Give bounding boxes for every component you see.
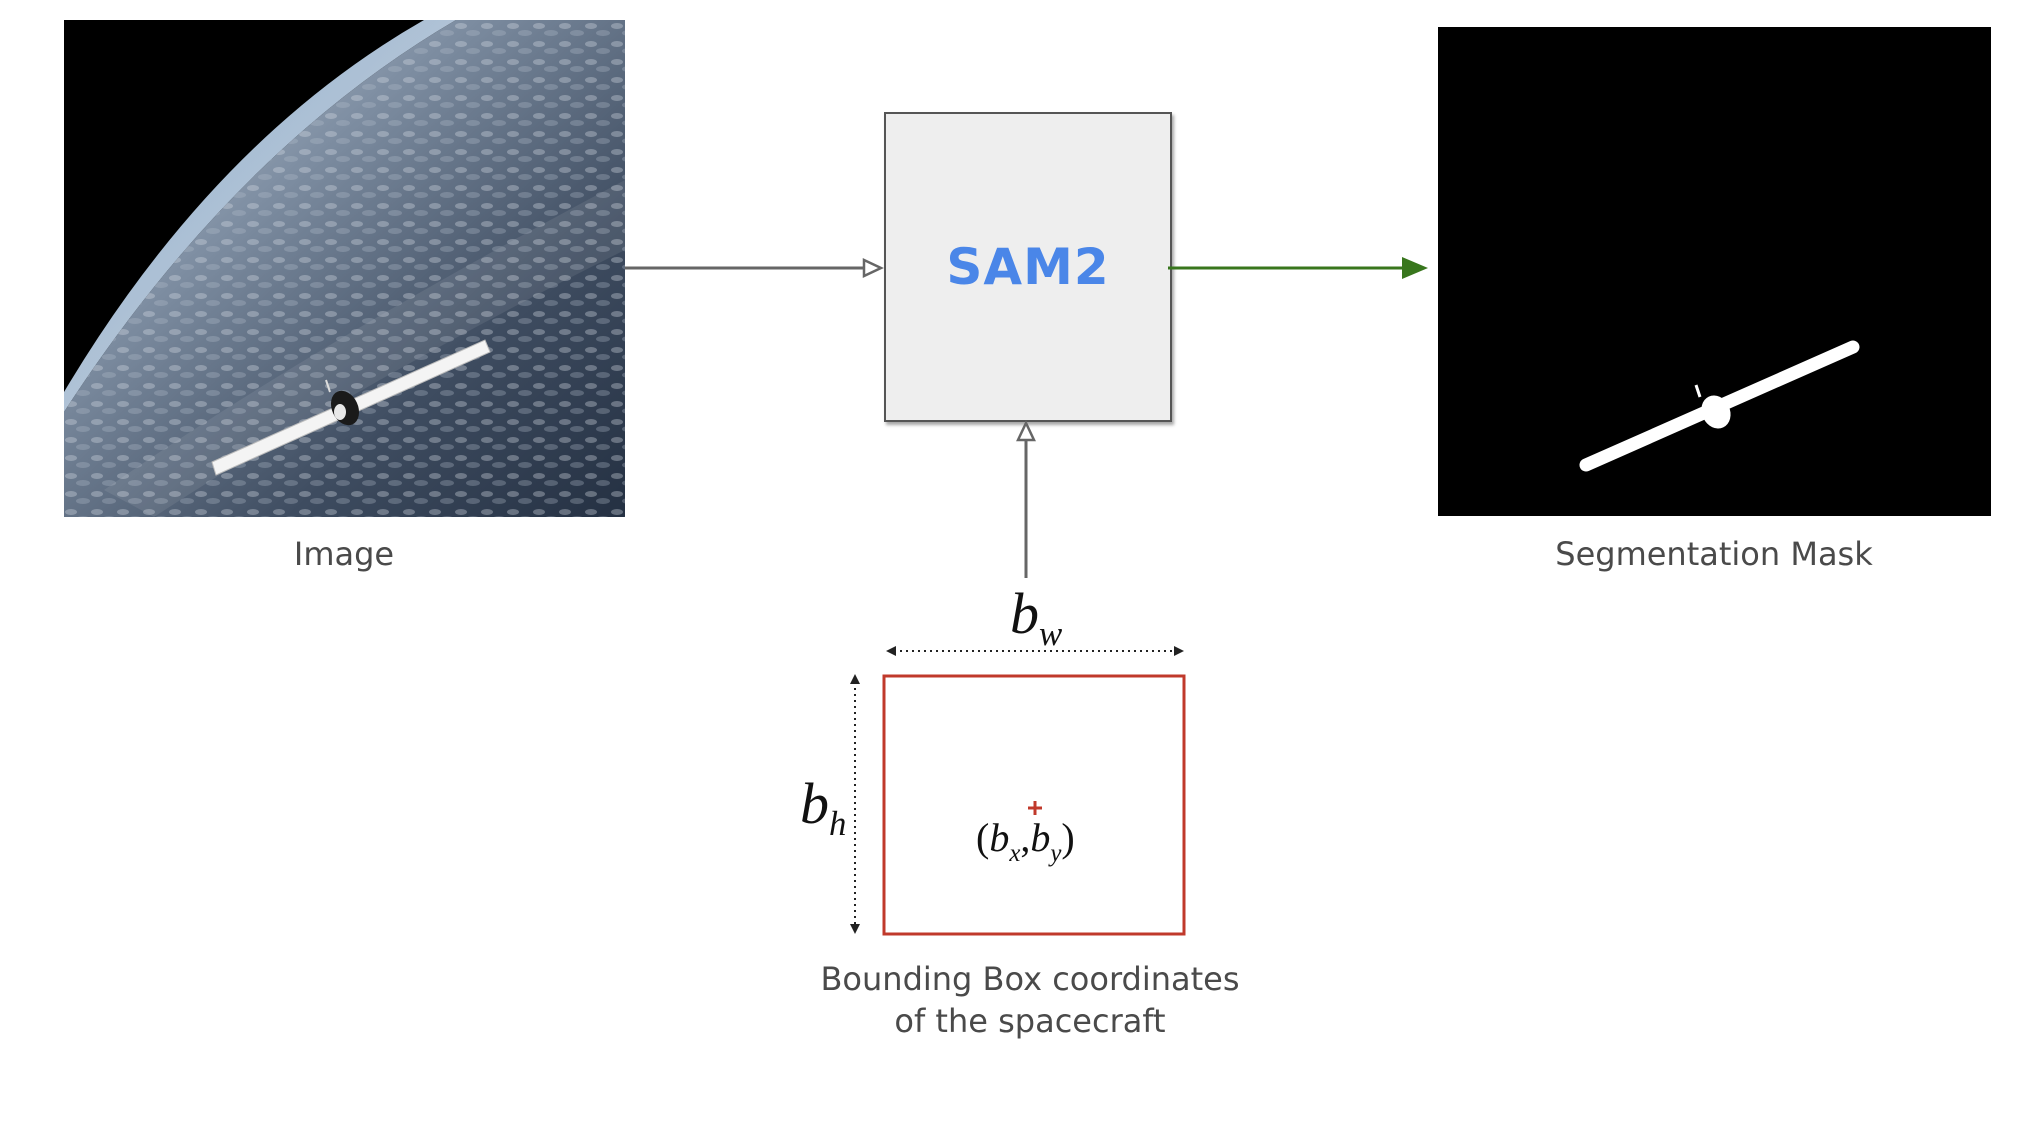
output-arrow: [1168, 257, 1428, 279]
sam2-model-box: SAM2: [884, 112, 1172, 422]
bbox-height-label: bh: [800, 771, 847, 844]
input-image: [64, 20, 625, 517]
prompt-arrow: [1016, 420, 1036, 578]
bbox-center-label: (bx,by): [976, 815, 1075, 867]
height-dimension-line: [850, 674, 860, 934]
segmentation-mask-caption: Segmentation Mask: [1555, 535, 1873, 573]
bbox-width-label: bw: [1010, 581, 1063, 654]
input-arrow: [625, 258, 884, 278]
bounding-box-caption-line1: Bounding Box coordinates: [820, 960, 1240, 998]
spacecraft: [211, 339, 491, 476]
segmentation-mask-image: [1438, 27, 1991, 516]
model-label: SAM2: [946, 238, 1110, 296]
earth-satellite-photo: [64, 20, 625, 517]
bounding-box-caption-line2: of the spacecraft: [894, 1002, 1166, 1040]
bounding-box: [882, 674, 1186, 936]
mask-silhouette: [1438, 27, 1991, 516]
bounding-box-caption: Bounding Box coordinates of the spacecra…: [740, 958, 1320, 1042]
input-image-caption: Image: [293, 535, 395, 573]
center-plus-icon: [1028, 801, 1042, 815]
